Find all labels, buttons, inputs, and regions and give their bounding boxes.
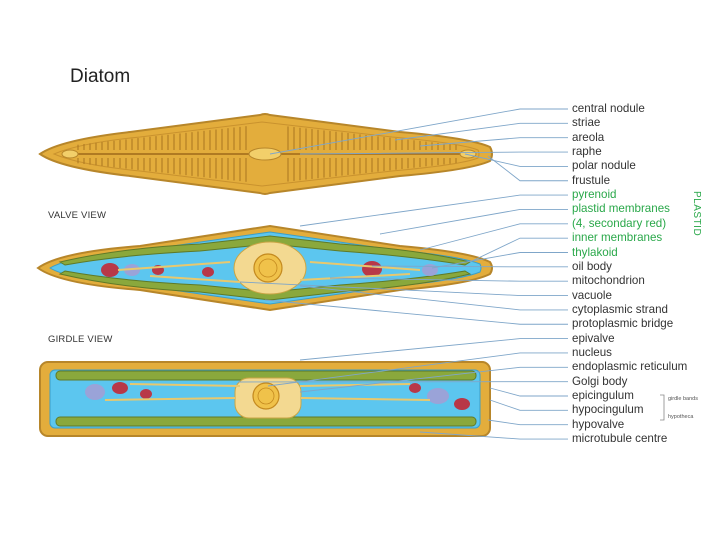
label-areola: areola [572, 130, 605, 144]
leader-lines [237, 108, 568, 440]
leader-line [419, 137, 568, 147]
valve-view-cytoplasmic-strands [117, 261, 421, 283]
label-protoplasmic-bridge: protoplasmic bridge [572, 317, 674, 331]
label-nucleus: nucleus [572, 345, 612, 359]
plastid-group-label: PLASTID [691, 191, 702, 237]
girdle-view-oil-body-left [112, 382, 128, 394]
girdle-view-cytoplasmic-strands [104, 383, 431, 401]
valve-inner-rim [52, 121, 480, 187]
label-pyrenoid: pyrenoid [572, 188, 617, 202]
central-nodule [248, 147, 282, 161]
girdle-bands-bracket [660, 394, 665, 421]
label-central-nodule: central nodule [572, 102, 645, 115]
valve-view-oil-body-left [101, 263, 119, 277]
leader-line [489, 387, 568, 397]
leader-line [264, 299, 568, 325]
valve-view-nucleus [253, 253, 283, 283]
hypotheca-label: hypotheca [668, 414, 694, 420]
girdle-view-mitochondrion-left [85, 384, 105, 400]
girdle-view-nucleus-inner [257, 387, 275, 405]
girdle-bands-label: girdle bands [668, 396, 698, 402]
leader-line [419, 223, 568, 251]
label-epivalve: epivalve [572, 331, 615, 345]
girdle-view-label: GIRDLE VIEW [48, 334, 113, 345]
label-cytoplasmic-strand: cytoplasmic strand [572, 302, 669, 316]
leader-line [489, 399, 568, 411]
valve-view-cell [36, 224, 493, 312]
label-striae: striae [572, 116, 601, 130]
valve-view-nucleus-inner [258, 258, 278, 278]
label-plastid-membranes: plastid membranes [572, 202, 670, 216]
girdle-view-oil-body-small [140, 389, 152, 399]
label-epicingulum: epicingulum [572, 389, 634, 402]
leader-line [299, 151, 568, 155]
striae-lines [77, 126, 457, 182]
leader-line [329, 277, 568, 282]
leader-line [464, 153, 568, 167]
diagram-title: Diatom [70, 66, 131, 87]
label-raphe: raphe [572, 145, 602, 159]
leader-line [269, 108, 568, 155]
label-polar-nodule: polar nodule [572, 159, 636, 173]
leader-line [299, 366, 568, 393]
girdle-view-mitochondrion-right [427, 388, 449, 404]
polar-nodule-left [61, 149, 79, 159]
leader-line [371, 265, 568, 268]
label-thylakoid: thylakoid [572, 245, 618, 259]
leader-line [299, 338, 568, 361]
leader-line [379, 209, 568, 235]
leader-line [419, 431, 568, 440]
label-hypovalve: hypovalve [572, 417, 625, 431]
leader-line [299, 285, 568, 311]
label-4-secondary-red: (4, secondary red) [572, 216, 667, 230]
valve-view-oil-body-right [362, 261, 382, 277]
leader-line [487, 419, 568, 426]
leader-line [469, 237, 568, 263]
valve-view-oil-body-mid [202, 267, 214, 277]
leader-line [394, 122, 568, 141]
label-frustule: frustule [572, 173, 611, 187]
leader-line [239, 281, 568, 296]
girdle-view-oil-body-right [454, 398, 470, 410]
polar-nodule-right [459, 149, 477, 159]
label-oil-body: oil body [572, 259, 612, 273]
valve-view-label: VALVE VIEW [48, 210, 107, 221]
label-endoplasmic-reticulum: endoplasmic reticulum [572, 360, 688, 374]
leader-line [299, 194, 568, 227]
girdle-view-cell [39, 361, 491, 437]
leader-line [431, 252, 568, 269]
label-mitochondrion: mitochondrion [572, 274, 645, 288]
label-inner-membranes: inner membranes [572, 231, 663, 245]
label-vacuole: vacuole [572, 288, 612, 302]
girdle-view-oil-body-right-small [409, 383, 421, 393]
girdle-view-nucleus [252, 382, 280, 410]
label-golgi-body: Golgi body [572, 374, 628, 388]
leader-line [487, 155, 568, 182]
label-hypocingulum: hypocingulum [572, 403, 644, 417]
valve-view-mitochondrion-right [422, 264, 438, 276]
leader-line [267, 352, 568, 387]
label-microtubule-centre: microtubule centre [572, 432, 668, 446]
